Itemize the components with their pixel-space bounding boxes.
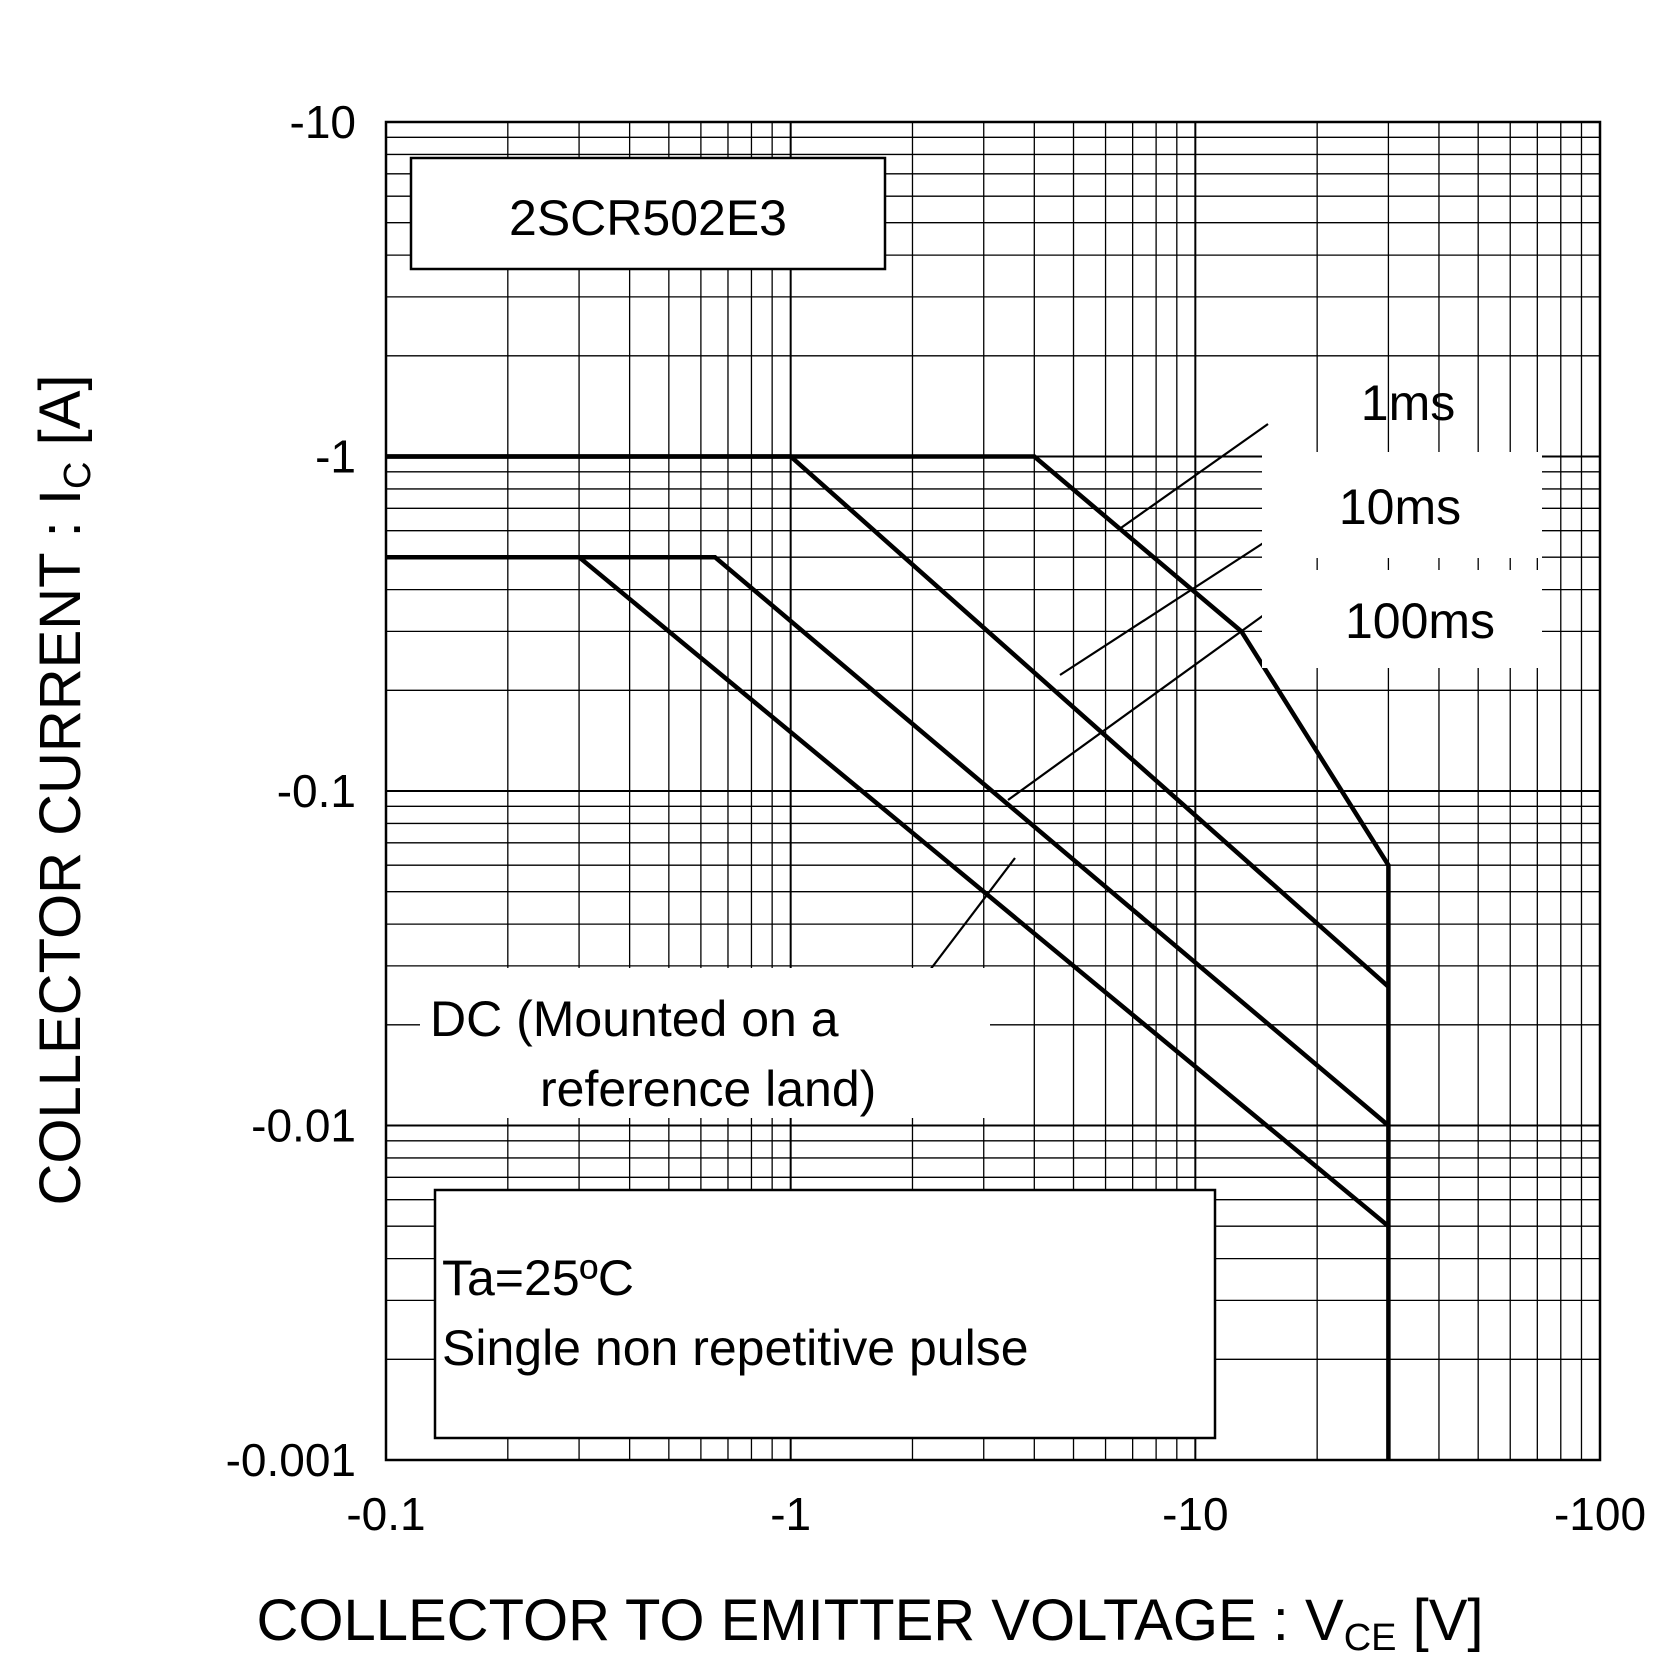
series-line: [386, 554, 1390, 1228]
leader-line: [1007, 611, 1269, 801]
label-10ms: 10ms: [1339, 479, 1461, 535]
x-tick-label: -0.1: [346, 1488, 425, 1540]
leader-line: [1117, 423, 1269, 531]
x-axis-title: COLLECTOR TO EMITTER VOLTAGE : VCE [V]: [256, 1588, 1483, 1659]
label-backdrop-10ms: [1262, 452, 1542, 558]
series-line: [386, 454, 1390, 989]
label-100ms: 100ms: [1345, 593, 1495, 649]
y-tick-label: -0.001: [226, 1434, 356, 1486]
leader-line: [929, 857, 1016, 971]
conditions-ta: Ta=25ºC: [442, 1250, 634, 1306]
part-number: 2SCR502E3: [509, 190, 787, 246]
conditions-pulse: Single non repetitive pulse: [442, 1320, 1029, 1376]
conditions-frame: [433, 1188, 1217, 1440]
leader-line: [1059, 539, 1269, 676]
dc-label: DC (Mounted on a reference land): [420, 968, 990, 1118]
dc-label-line1: DC (Mounted on a: [430, 991, 839, 1047]
series-line: [386, 454, 1391, 1460]
y-tick-label: -0.01: [251, 1100, 356, 1152]
soa-curves: [386, 454, 1391, 1460]
y-tick-label: -0.1: [277, 765, 356, 817]
x-tick-label: -1: [770, 1488, 811, 1540]
label-1ms: 1ms: [1361, 375, 1455, 431]
x-tick-label: -10: [1162, 1488, 1228, 1540]
dc-label-backdrop: [420, 968, 990, 1118]
plot-frame: [384, 120, 1602, 1462]
part-number-box: 2SCR502E3: [409, 156, 887, 271]
pulse-labels: 1ms 10ms 100ms: [1262, 375, 1542, 668]
dc-label-line2: reference land): [540, 1061, 876, 1117]
leader-lines: [929, 423, 1269, 971]
x-tick-label: -100: [1554, 1488, 1646, 1540]
conditions-box: Ta=25ºC Single non repetitive pulse: [433, 1188, 1217, 1440]
y-tick-label: -10: [290, 96, 356, 148]
y-tick-label: -1: [315, 431, 356, 483]
tick-labels: -0.1 -1 -10 -100 -0.001 -0.01 -0.1 -1 -10: [226, 96, 1646, 1540]
label-backdrop-100ms: [1262, 570, 1542, 668]
y-axis-title: COLLECTOR CURRENT : IC [A]: [28, 374, 99, 1205]
part-number-frame: [409, 156, 887, 271]
